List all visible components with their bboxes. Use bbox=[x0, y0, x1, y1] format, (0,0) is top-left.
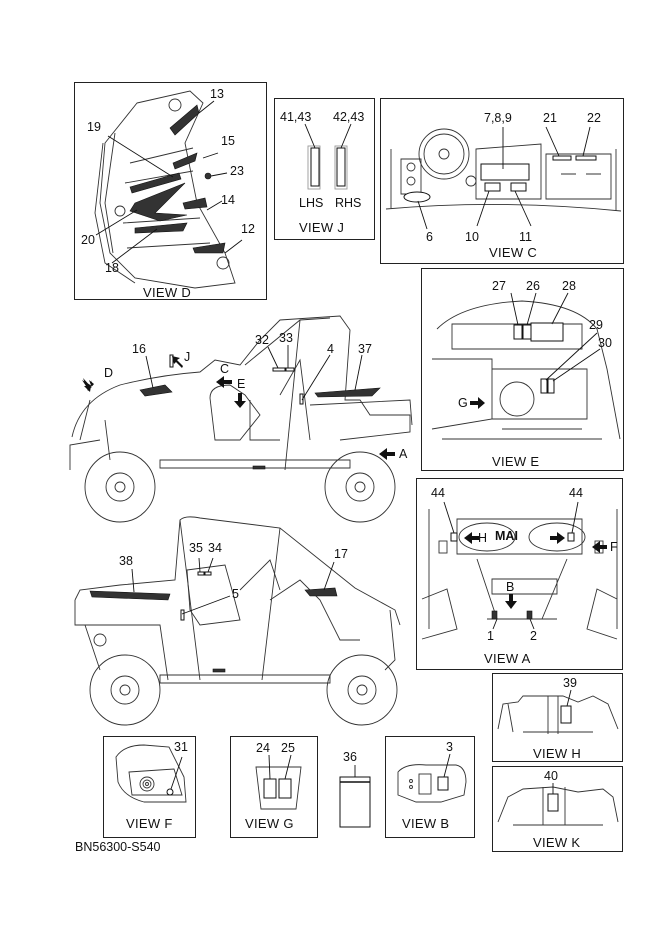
callout-37: 37 bbox=[358, 342, 372, 356]
view-b-panel: 3 VIEW B bbox=[385, 736, 475, 838]
view-a-drawing bbox=[421, 501, 618, 640]
callout-23: 23 bbox=[230, 164, 244, 178]
callout-10: 10 bbox=[465, 230, 479, 244]
view-d-panel: 13 19 15 23 14 20 12 18 VIEW D bbox=[74, 82, 267, 300]
callout-30: 30 bbox=[598, 336, 612, 350]
view-h-drawing bbox=[497, 689, 619, 734]
callout-27: 27 bbox=[492, 279, 506, 293]
view-arrow-h: H bbox=[478, 531, 488, 545]
view-d-drawing bbox=[94, 90, 243, 289]
callout-22: 22 bbox=[587, 111, 601, 125]
callout-25: 25 bbox=[281, 741, 295, 755]
view-h-panel: 39 VIEW H bbox=[492, 673, 623, 762]
callout-35: 35 bbox=[189, 541, 203, 555]
view-g-panel: 24 25 VIEW G bbox=[230, 736, 318, 838]
view-a-title: VIEW A bbox=[484, 651, 531, 666]
view-arrow-a: A bbox=[399, 447, 408, 461]
callout-32: 32 bbox=[255, 333, 269, 347]
view-e-panel: 27 26 28 29 30 G VIEW E bbox=[421, 268, 624, 471]
callout-36: 36 bbox=[343, 750, 357, 764]
view-j-title: VIEW J bbox=[299, 220, 345, 235]
view-k-title: VIEW K bbox=[533, 835, 581, 850]
view-k-drawing bbox=[497, 783, 619, 826]
callout-34: 34 bbox=[208, 541, 222, 555]
view-g-title: VIEW G bbox=[245, 816, 294, 831]
callout-33: 33 bbox=[279, 331, 293, 345]
view-j-drawing bbox=[304, 123, 352, 190]
callout-44-left: 44 bbox=[431, 486, 445, 500]
view-c-drawing bbox=[385, 126, 622, 230]
lhs-label: LHS bbox=[299, 196, 324, 210]
view-arrow-j: J bbox=[184, 350, 191, 364]
callout-11: 11 bbox=[519, 230, 532, 244]
view-arrow-g: G bbox=[458, 396, 468, 410]
document-code: BN56300-S540 bbox=[75, 840, 161, 854]
callout-41-43: 41,43 bbox=[280, 110, 312, 124]
callout-24: 24 bbox=[256, 741, 270, 755]
callout-5: 5 bbox=[232, 587, 239, 601]
view-arrow-c: C bbox=[220, 362, 230, 376]
view-k-panel: 40 VIEW K bbox=[492, 766, 623, 852]
view-h-title: VIEW H bbox=[533, 746, 582, 761]
view-e-drawing bbox=[431, 292, 621, 440]
callout-12: 12 bbox=[241, 222, 255, 236]
view-arrow-b: B bbox=[506, 580, 515, 594]
view-c-title: VIEW C bbox=[489, 245, 538, 260]
callout-44-right: 44 bbox=[569, 486, 583, 500]
view-b-drawing bbox=[397, 753, 467, 803]
callout-42-43: 42,43 bbox=[333, 110, 365, 124]
view-arrow-d: D bbox=[104, 366, 114, 380]
callout-39: 39 bbox=[563, 676, 577, 690]
view-f-title: VIEW F bbox=[126, 816, 173, 831]
callout-7-8-9: 7,8,9 bbox=[484, 111, 512, 125]
callout-20: 20 bbox=[81, 233, 95, 247]
callout-18: 18 bbox=[105, 261, 119, 275]
callout-40: 40 bbox=[544, 769, 558, 783]
callout-3: 3 bbox=[446, 740, 453, 754]
callout-21: 21 bbox=[543, 111, 557, 125]
callout-29: 29 bbox=[589, 318, 603, 332]
callout-31: 31 bbox=[174, 740, 188, 754]
view-d-title: VIEW D bbox=[143, 285, 192, 300]
view-j-panel: 41,43 42,43 LHS RHS VIEW J bbox=[274, 98, 375, 240]
callout-17: 17 bbox=[334, 547, 348, 561]
view-f-drawing bbox=[115, 744, 187, 803]
view-a-panel: 44 44 H MAI B F 1 2 VIEW A bbox=[416, 478, 623, 670]
callout-15: 15 bbox=[221, 134, 235, 148]
view-arrow-f: F bbox=[610, 540, 618, 554]
callout-13: 13 bbox=[210, 87, 224, 101]
view-g-drawing bbox=[255, 754, 302, 810]
view-e-title: VIEW E bbox=[492, 454, 540, 469]
callout-6: 6 bbox=[426, 230, 433, 244]
callout-28: 28 bbox=[562, 279, 576, 293]
view-b-title: VIEW B bbox=[402, 816, 450, 831]
callout-16: 16 bbox=[132, 342, 146, 356]
callout-1: 1 bbox=[487, 629, 494, 643]
callout-26: 26 bbox=[526, 279, 540, 293]
view-c-panel: 7,8,9 21 22 6 10 11 VIEW C bbox=[380, 98, 624, 264]
callout-38: 38 bbox=[119, 554, 133, 568]
callout-19: 19 bbox=[87, 120, 101, 134]
callout-2: 2 bbox=[530, 629, 537, 643]
callout-4: 4 bbox=[327, 342, 334, 356]
callout-14: 14 bbox=[221, 193, 235, 207]
brand-text: MAI bbox=[495, 529, 518, 543]
rhs-label: RHS bbox=[335, 196, 362, 210]
view-f-panel: 31 VIEW F bbox=[103, 736, 196, 838]
view-arrow-e: E bbox=[237, 377, 246, 391]
